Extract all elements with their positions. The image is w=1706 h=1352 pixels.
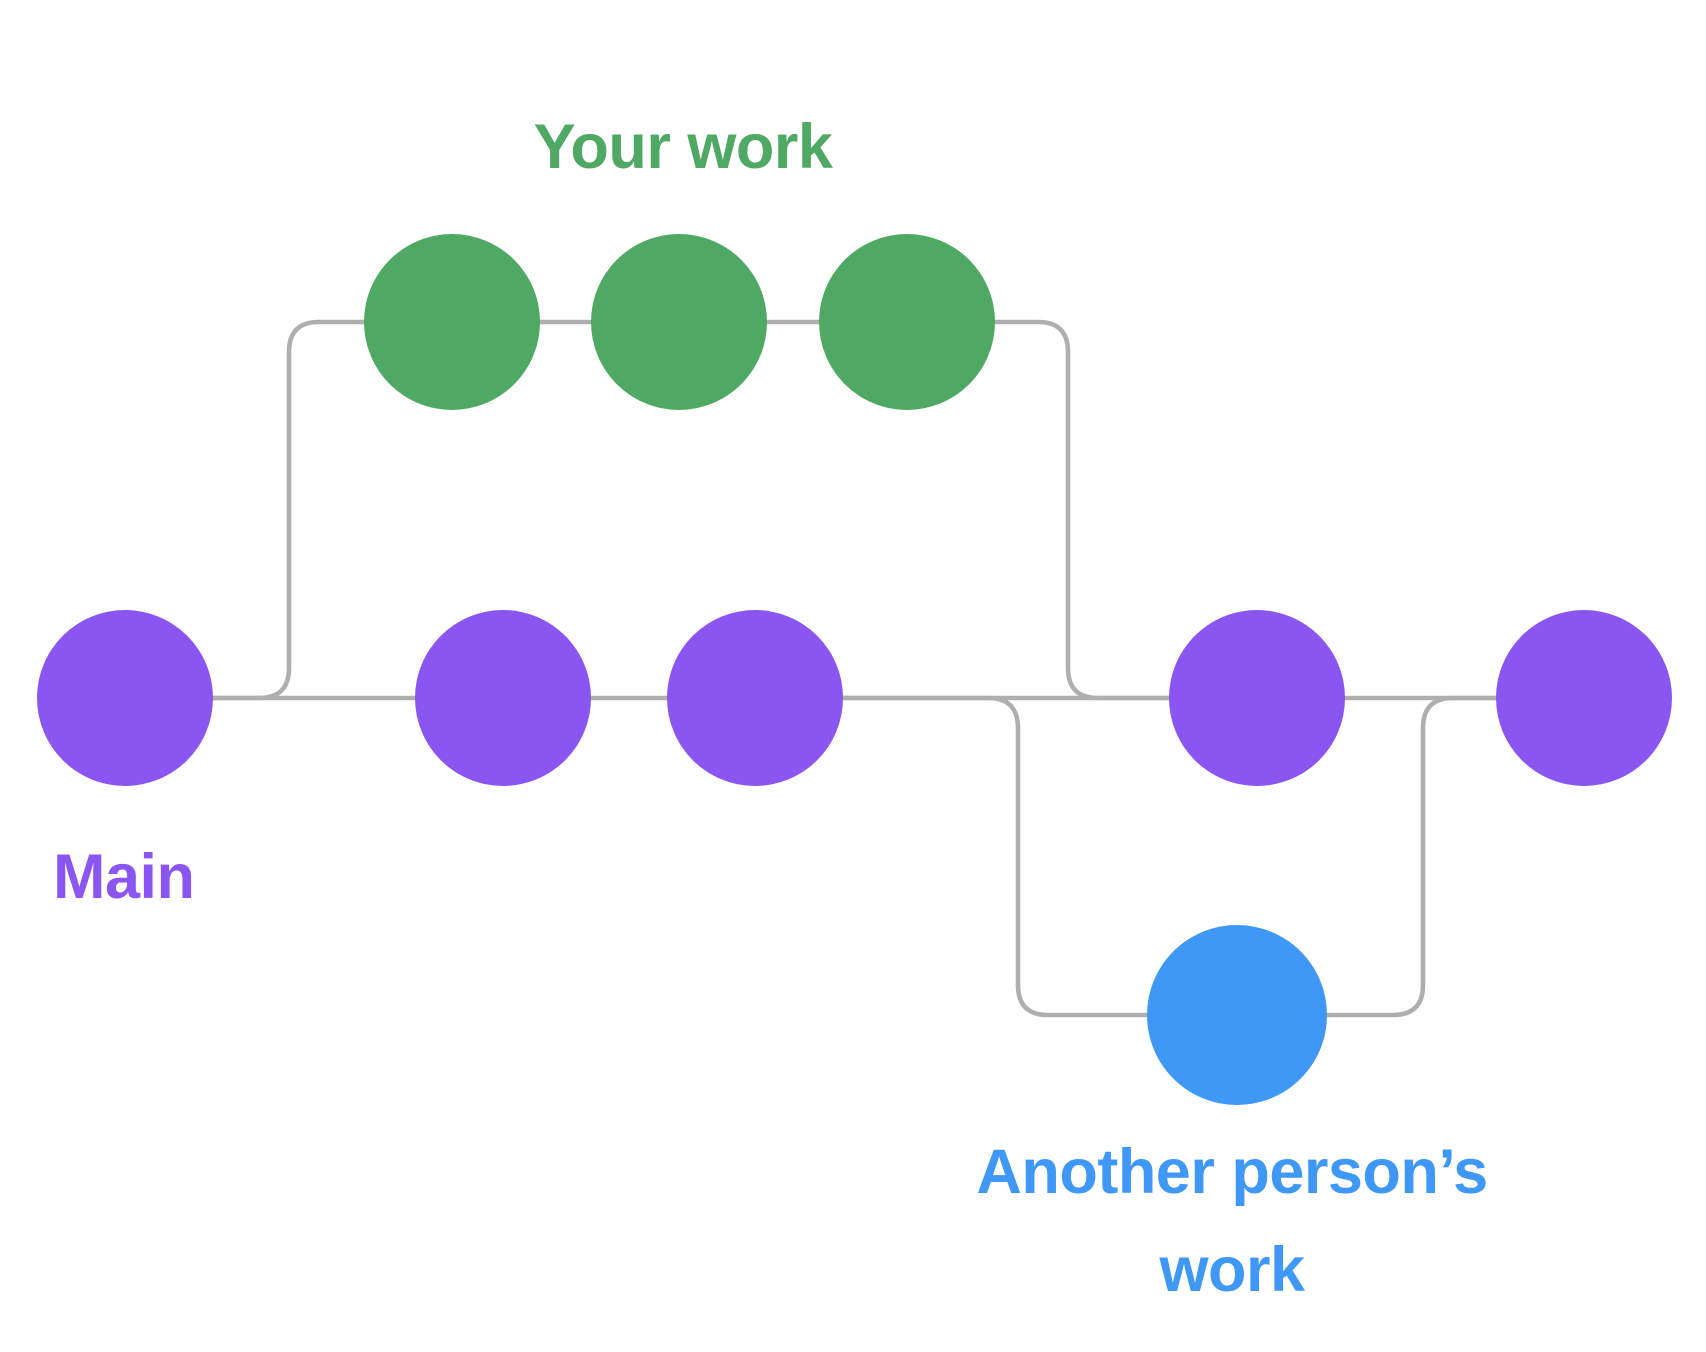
another-person-branch-label: Another person’s work	[976, 1137, 1488, 1305]
your-work-branch-label: Your work	[533, 112, 833, 182]
commit-node-your-work-1	[364, 234, 540, 410]
commit-node-main-3	[667, 610, 843, 786]
main-branch-label: Main	[53, 842, 195, 912]
commit-node-main-5	[1496, 610, 1672, 786]
commit-node-main-2	[415, 610, 591, 786]
commit-node-another-person-1	[1147, 925, 1327, 1105]
commit-node-main-1	[37, 610, 213, 786]
commit-node-your-work-3	[819, 234, 995, 410]
commit-node-your-work-2	[591, 234, 767, 410]
commit-node-main-4	[1169, 610, 1345, 786]
